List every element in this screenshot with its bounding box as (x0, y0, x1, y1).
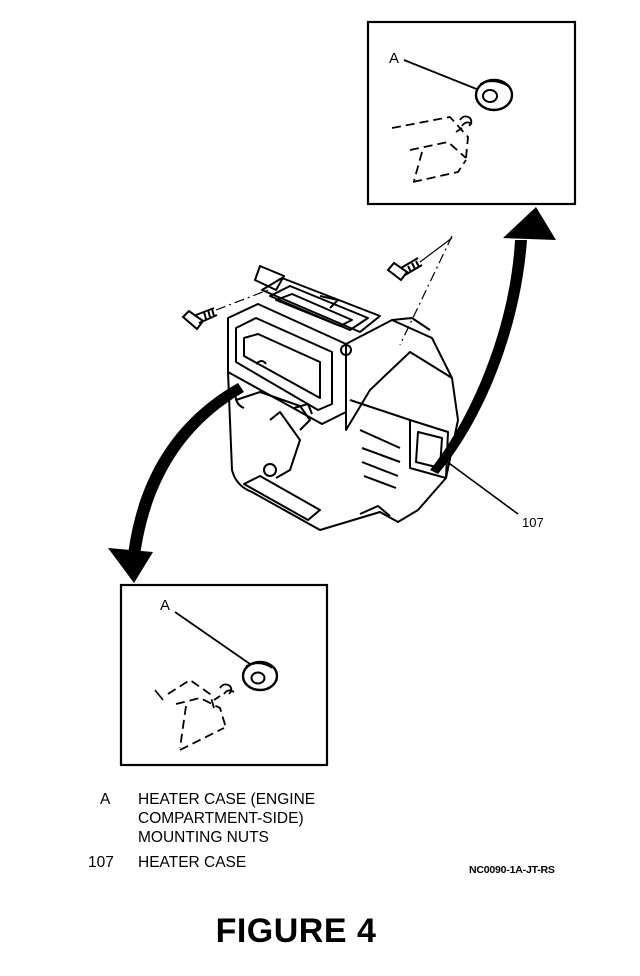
part-107-label: 107 (522, 515, 544, 530)
bottom-inset-dashed-bracket (167, 678, 227, 751)
stud-icon (213, 683, 235, 701)
centerline-dashdot (399, 235, 453, 346)
legend-key: 107 (88, 854, 114, 871)
arrow-to-bottom-inset (108, 383, 244, 583)
bottom-inset-tick (154, 689, 164, 701)
arrow-to-top-inset (430, 207, 556, 474)
top-inset (366, 20, 577, 206)
bottom-inset (119, 583, 329, 767)
bolt-left-leader (215, 289, 269, 311)
top-inset-label-a: A (389, 50, 400, 67)
legend-text: HEATER CASE (138, 854, 247, 871)
reference-code: NC0090-1A-JT-RS (469, 864, 555, 876)
legend-key: A (100, 791, 111, 808)
stud-icon (455, 115, 473, 133)
bolt-right-leader (419, 237, 453, 263)
legend-row-a: A HEATER CASE (ENGINE COMPARTMENT-SIDE) … (88, 790, 448, 847)
legend-row-107: 107 HEATER CASE (88, 853, 448, 872)
bottom-inset-label-a: A (160, 597, 171, 614)
mounting-nut-icon (474, 78, 514, 112)
mounting-nut-icon (241, 660, 279, 692)
top-inset-dashed-bracket (391, 116, 469, 183)
heater-case-body (227, 265, 459, 531)
legend-text: HEATER CASE (ENGINE COMPARTMENT-SIDE) MO… (138, 791, 316, 846)
top-inset-frame (366, 20, 577, 206)
part-107-leader (441, 457, 519, 515)
bolt-left-icon (181, 307, 218, 331)
top-inset-leader (403, 59, 485, 93)
bolt-right-icon (386, 257, 423, 282)
bottom-inset-frame (119, 583, 329, 767)
legend: A HEATER CASE (ENGINE COMPARTMENT-SIDE) … (88, 790, 448, 878)
bottom-inset-leader (174, 611, 251, 665)
figure-title: FIGURE 4 (215, 912, 377, 950)
